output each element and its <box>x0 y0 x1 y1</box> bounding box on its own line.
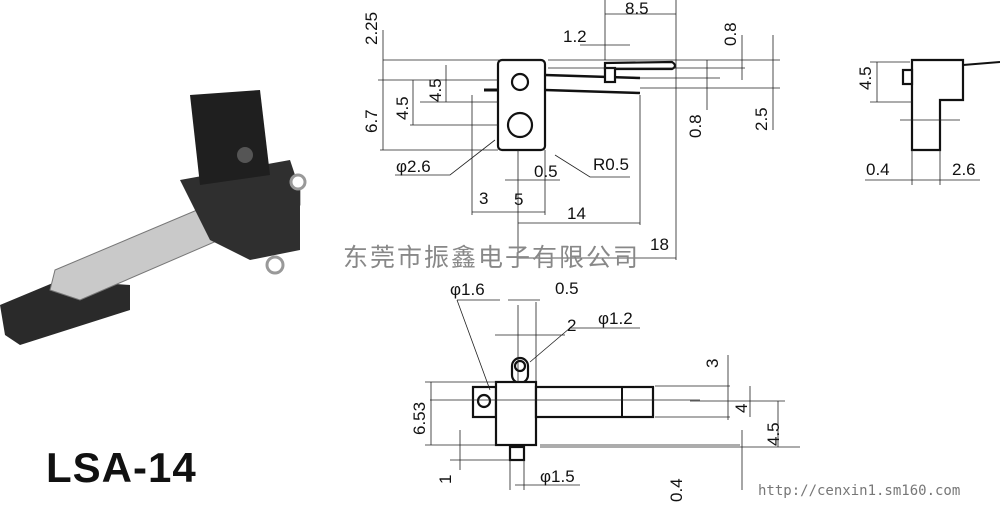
dim-label: 8.5 <box>625 0 649 18</box>
side-view: 4.5 0.4 2.6 <box>856 58 1000 185</box>
dim-label: 14 <box>567 204 586 223</box>
dim-label: 2.6 <box>952 160 976 179</box>
photo-mount-hole <box>265 255 285 275</box>
dim-label: 0.8 <box>686 114 705 138</box>
dim-label: φ2.6 <box>396 157 431 176</box>
top-view: 2.25 8.5 1.2 0.8 4.5 4.5 6.7 0.8 2.5 φ2.… <box>362 0 780 260</box>
dim-label: 4.5 <box>764 422 783 446</box>
dim-label: φ1.5 <box>540 467 575 486</box>
dim-label: 0.8 <box>721 22 740 46</box>
dim-label: 0.5 <box>534 162 558 181</box>
dim-label: 5 <box>514 190 523 209</box>
dim-label: 4.5 <box>856 66 875 90</box>
dim-label: 18 <box>650 235 669 254</box>
bottom-view: φ1.6 0.5 2 φ1.2 3 6.53 4 4.5 1 φ1.5 0.4 <box>410 279 800 502</box>
dim-label: 4.5 <box>426 78 445 102</box>
dim-label: 0.4 <box>667 478 686 502</box>
photo-lever <box>0 280 130 345</box>
dim-label: 0.4 <box>866 160 890 179</box>
model-label: LSA-14 <box>46 444 197 491</box>
dim-label: R0.5 <box>593 155 629 174</box>
dim-label: 1 <box>436 475 455 484</box>
dim-label: 3 <box>703 359 722 368</box>
dim-label: 6.53 <box>410 402 429 435</box>
dim-label: φ1.6 <box>450 280 485 299</box>
company-watermark: 东莞市振鑫电子有限公司 <box>343 243 641 272</box>
dim-label: 1.2 <box>563 27 587 46</box>
photo-mount-hole <box>289 173 307 191</box>
dim-label: 4.5 <box>393 96 412 120</box>
photo-body <box>180 160 300 260</box>
photo-housing-top <box>190 90 270 185</box>
dim-label: 2.25 <box>362 12 381 45</box>
dim-label: 2 <box>567 316 576 335</box>
dim-label: 4 <box>732 404 751 413</box>
dim-label: φ1.2 <box>598 309 633 328</box>
dim-label: 3 <box>479 189 488 208</box>
dim-label: 0.5 <box>555 279 579 298</box>
photo-lens <box>237 147 253 163</box>
dim-label: 6.7 <box>362 109 381 133</box>
url-watermark: http://cenxin1.sm160.com <box>758 483 961 499</box>
dim-label: 2.5 <box>752 107 771 131</box>
